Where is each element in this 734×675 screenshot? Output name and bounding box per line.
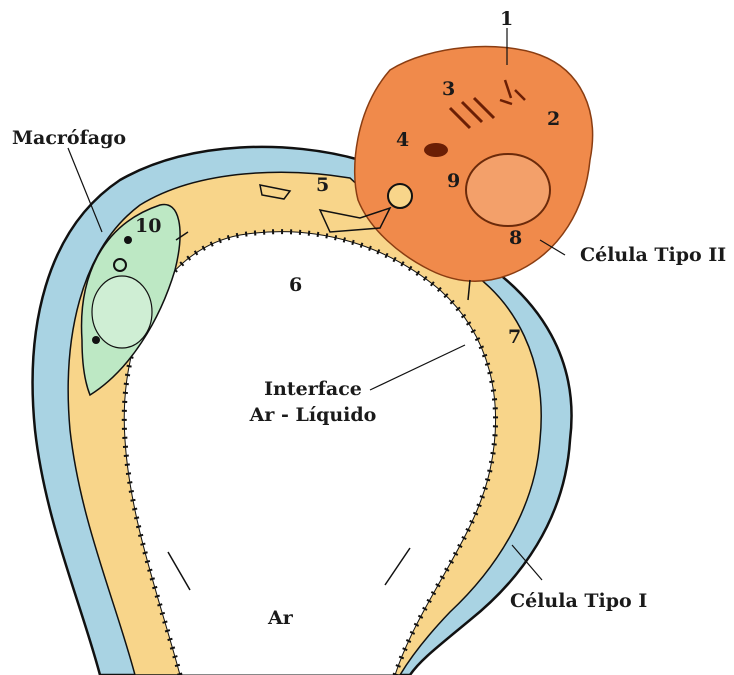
lamellar-body [424,143,448,157]
label-interface-line2: Ar - Líquido [238,406,388,425]
label-celula-tipo-ii: Célula Tipo II [580,246,726,265]
marker-7: 7 [508,328,521,347]
type-ii-nucleus [466,154,550,226]
marker-2: 2 [547,110,560,129]
label-ar: Ar [268,609,293,628]
marker-10: 10 [135,217,161,236]
macrophage-vesicle [92,336,100,344]
marker-9: 9 [447,172,460,191]
label-macrofago: Macrófago [12,129,126,148]
macrophage-vesicle [124,236,132,244]
label-interface-line1: Interface [258,380,368,399]
marker-1: 1 [500,10,513,29]
marker-6: 6 [289,276,302,295]
lamellar-body-released [388,184,412,208]
marker-4: 4 [396,131,409,150]
label-celula-tipo-i: Célula Tipo I [510,592,647,611]
marker-5: 5 [316,176,329,195]
marker-8: 8 [509,229,522,248]
macrophage-nucleus [92,276,152,348]
marker-3: 3 [442,80,455,99]
